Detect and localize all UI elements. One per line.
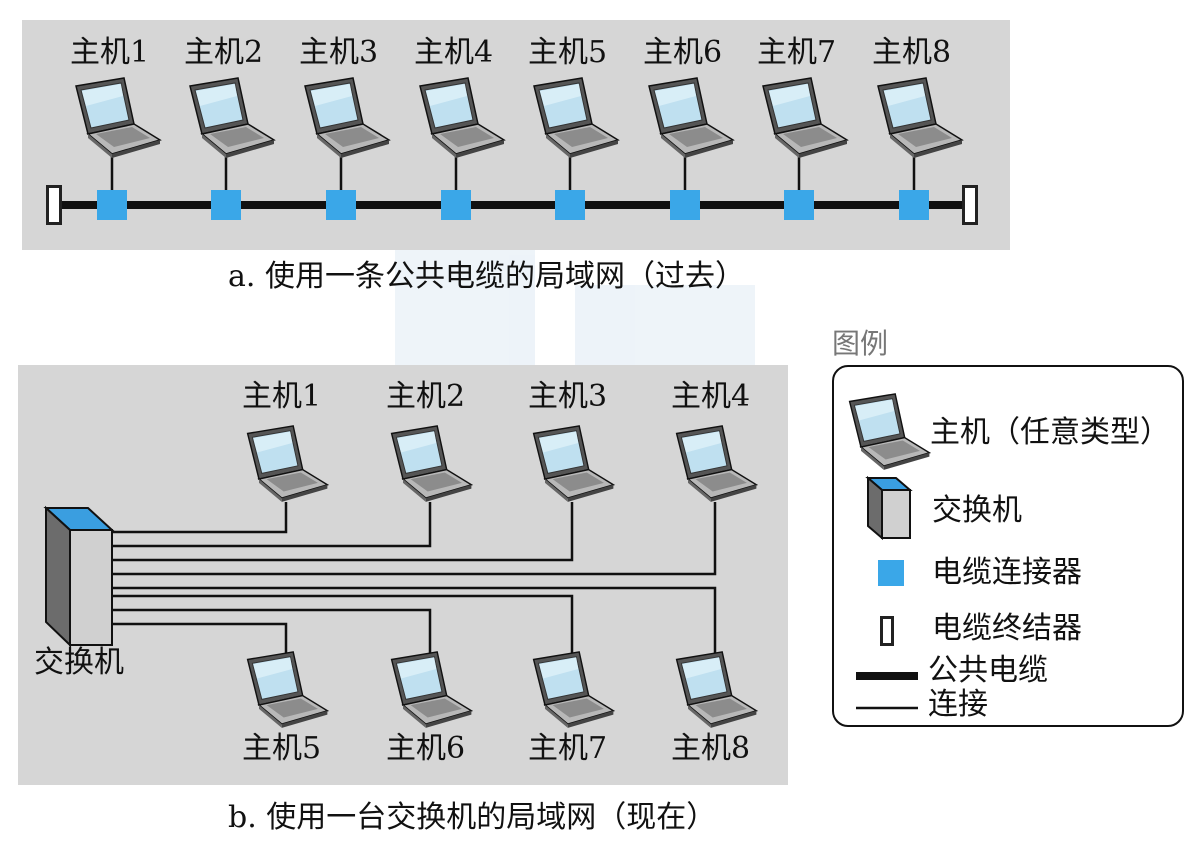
diagram-b-host-label: 主机1 <box>242 379 322 414</box>
diagram-b-host-label: 主机5 <box>242 731 322 766</box>
switch-link <box>112 594 574 655</box>
laptop-icon <box>75 77 162 158</box>
legend-connector-icon <box>878 560 904 586</box>
laptop-icon <box>533 77 620 158</box>
laptop-icon <box>304 77 391 158</box>
laptop-icon <box>532 651 616 728</box>
legend-link-label: 连接 <box>928 687 988 722</box>
legend-title: 图例 <box>832 327 889 360</box>
diagram-a-host-label: 主机7 <box>757 35 837 70</box>
diagram-a-host-label: 主机1 <box>70 35 150 70</box>
switch-link <box>112 502 288 534</box>
cable-connector <box>97 190 127 220</box>
laptop-icon <box>675 651 759 728</box>
diagram-b-host-label: 主机8 <box>671 731 751 766</box>
switch-link <box>112 608 432 655</box>
diagram-a-host-label: 主机5 <box>528 35 608 70</box>
legend-host-label: 主机（任意类型） <box>930 415 1170 450</box>
cable-terminator-right <box>962 185 978 225</box>
diagram-a-host-label: 主机6 <box>643 35 723 70</box>
laptop-icon <box>390 425 474 502</box>
diagram-a-host-label: 主机2 <box>184 35 264 70</box>
cable-connector <box>670 190 700 220</box>
diagram-a-host-label: 主机4 <box>414 35 494 70</box>
laptop-icon <box>390 651 474 728</box>
laptop-icon <box>532 425 616 502</box>
laptop-icon <box>246 425 330 502</box>
diagram-a-host-label: 主机3 <box>299 35 379 70</box>
cable-connector <box>326 190 356 220</box>
laptop-icon <box>419 77 506 158</box>
switch-link <box>112 502 717 576</box>
laptop-icon <box>246 651 330 728</box>
legend-laptop-icon <box>848 393 932 470</box>
switch-label: 交换机 <box>34 645 124 680</box>
diagram-b-host-label: 主机7 <box>528 731 608 766</box>
cable-connector <box>555 190 585 220</box>
laptop-icon <box>189 77 276 158</box>
laptop-icon <box>648 77 735 158</box>
laptop-icon <box>675 425 759 502</box>
legend-terminator-label: 电缆终结器 <box>932 611 1082 646</box>
cable-connector <box>211 190 241 220</box>
legend-connector-label: 电缆连接器 <box>932 555 1082 590</box>
cable-terminator-left <box>46 185 62 225</box>
switch-link <box>112 622 288 655</box>
diagram-b-host-label: 主机6 <box>386 731 466 766</box>
diagram-b-caption: b. 使用一台交换机的局域网（现在） <box>228 800 717 835</box>
cable-connector <box>784 190 814 220</box>
legend-switch-label: 交换机 <box>932 493 1022 528</box>
diagram-b-host-label: 主机2 <box>386 379 466 414</box>
diagram-a-caption: a. 使用一条公共电缆的局域网（过去） <box>228 259 745 294</box>
diagram-a-panel <box>22 20 1010 250</box>
cable-connector <box>899 190 929 220</box>
diagram-a-host-label: 主机8 <box>872 35 952 70</box>
cable-connector <box>441 190 471 220</box>
switch-link <box>112 586 717 655</box>
laptop-icon <box>877 77 964 158</box>
switch-link <box>112 502 574 562</box>
legend-terminator-icon <box>880 616 894 646</box>
diagram-b-host-label: 主机4 <box>671 379 751 414</box>
laptop-icon <box>762 77 849 158</box>
diagram-b-host-label: 主机3 <box>528 379 608 414</box>
switch-link <box>112 502 432 548</box>
legend-shared-cable-label: 公共电缆 <box>928 653 1048 688</box>
